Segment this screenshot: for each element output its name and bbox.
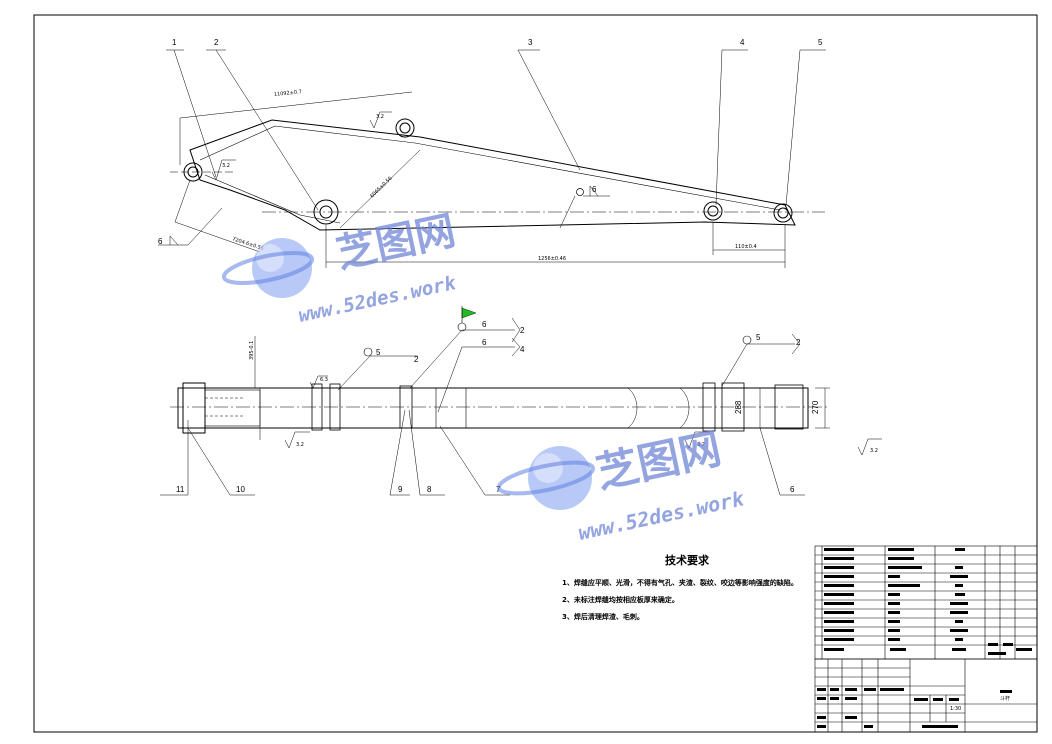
- callout-6: 6: [790, 485, 795, 494]
- roughness-c: 3.2: [296, 442, 304, 448]
- callout-2: 2: [214, 38, 219, 47]
- weld-5-right: 5: [756, 333, 761, 342]
- part-name: 斗杆: [1000, 695, 1010, 702]
- flag-icon: [461, 307, 477, 319]
- dim-top-slant: 11092±0.7: [274, 89, 303, 98]
- weld-5-left: 5: [376, 348, 381, 357]
- note-item-1: 1、焊缝应平顺、光滑，不得有气孔、夹渣、裂纹、咬边等影响强度的缺陷。: [562, 579, 798, 587]
- roughness-b: 3.2: [376, 114, 384, 120]
- side-view: [158, 49, 826, 268]
- callout-9: 9: [398, 485, 403, 494]
- dim-288: 288: [734, 400, 743, 414]
- callout-4: 4: [740, 38, 745, 47]
- roughness-a: 3.2: [222, 163, 230, 169]
- dim-270: 270: [811, 400, 820, 414]
- callout-10: 10: [236, 485, 245, 494]
- note-item-2: 2、未标注焊缝均按相应板厚来确定。: [562, 596, 679, 604]
- weld-6-mid2: 6: [482, 338, 487, 347]
- weld-tail-2b: 2: [520, 326, 525, 335]
- watermark-bottom: 芝图网 www.52des.work: [496, 424, 747, 545]
- roughness-e: 3.2: [870, 448, 878, 454]
- weld-tail-2a: 2: [414, 355, 419, 364]
- dim-right: 110±0.4: [735, 244, 757, 250]
- frame-border: [33, 14, 1038, 733]
- callout-3: 3: [528, 38, 533, 47]
- weld-tail-2c: 2: [796, 338, 801, 347]
- title-block: [814, 658, 1038, 733]
- callout-11: 11: [176, 485, 185, 494]
- scale-value: 1:30: [950, 706, 961, 712]
- parts-list-fills: [824, 548, 1032, 655]
- dim-height-left: 395-0.1: [249, 341, 255, 360]
- watermark-top: 芝图网 www.52des.work: [221, 208, 459, 327]
- title-block-fills: [817, 688, 1012, 728]
- dim-bottom: 1256±0.46: [538, 256, 566, 262]
- weld-tail-4: 4: [520, 345, 525, 354]
- watermark-en-top: www.52des.work: [296, 272, 459, 327]
- plan-view: [160, 317, 882, 496]
- notes-title: 技术要求: [665, 554, 709, 567]
- watermark-cn-bottom: 芝图网: [592, 424, 725, 498]
- technical-notes: 技术要求 1、焊缝应平顺、光滑，不得有气孔、夹渣、裂纹、咬边等影响强度的缺陷。 …: [562, 552, 812, 629]
- callout-8: 8: [427, 485, 432, 494]
- watermark-cn-top: 芝图网: [333, 208, 460, 278]
- callout-5: 5: [818, 38, 823, 47]
- weld-6-left: 6: [158, 237, 163, 246]
- callout-1: 1: [172, 38, 177, 47]
- roughness-d: 3.2: [697, 442, 705, 448]
- roughness-f: 6.3: [320, 377, 328, 383]
- note-item-3: 3、焊后清理焊渣、毛刺。: [562, 613, 644, 621]
- weld-6-mid: 6: [482, 320, 487, 329]
- dim-center: 6065±0.56: [369, 176, 393, 200]
- weld-6-top: 6: [592, 185, 597, 194]
